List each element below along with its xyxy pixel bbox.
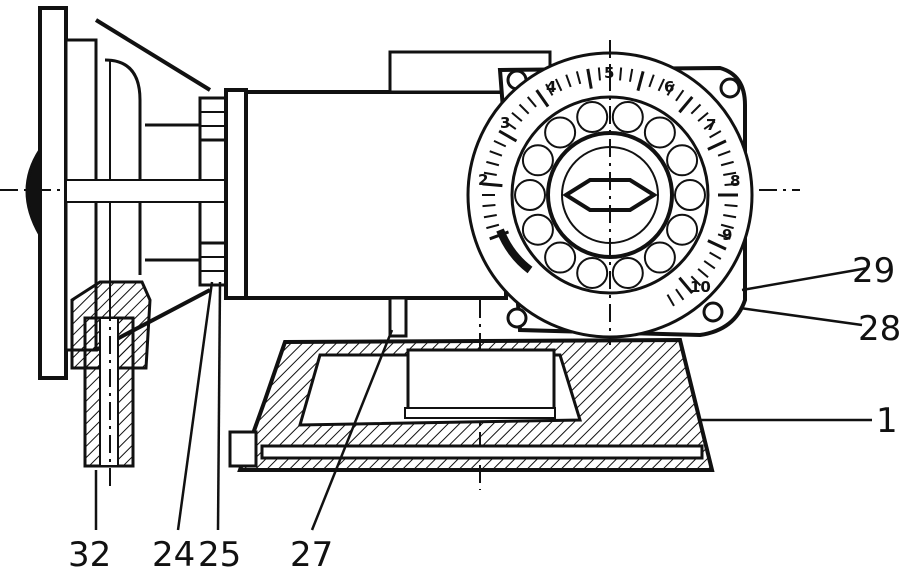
dial-number: 3: [500, 114, 510, 132]
dial-tick: [628, 68, 634, 82]
motor-housing: [244, 50, 552, 490]
dial-tick: [666, 294, 675, 307]
dial-tick: [675, 89, 685, 102]
dial-tick: [690, 275, 702, 287]
dial-tick: [597, 67, 601, 81]
dial-tick: [675, 288, 685, 301]
dial-number: 6: [664, 78, 674, 96]
dial-number: 2: [478, 171, 488, 189]
bearing-ball: [521, 144, 554, 177]
dial-number: 7: [706, 116, 716, 134]
dial-tick: [636, 70, 645, 92]
bearing-ball: [643, 116, 676, 149]
dial-knob: [562, 178, 658, 212]
dial-tick: [723, 171, 737, 177]
bearing-ball: [666, 144, 699, 177]
dial-tick: [709, 130, 722, 139]
dial-tick: [486, 160, 500, 167]
dial-tick: [498, 129, 518, 143]
dial-tick: [554, 78, 563, 92]
callout-labels: 32 24 25 27 29 28 1: [68, 251, 901, 575]
dial-tick: [724, 182, 738, 186]
bearing-ball: [576, 101, 609, 134]
callout-24: 24: [152, 535, 195, 574]
base-foot: [228, 337, 715, 472]
dial-tick: [703, 260, 716, 270]
dial-tick: [720, 223, 734, 230]
dial-tick: [648, 74, 655, 88]
dial-tick: [511, 111, 523, 122]
callout-1: 1: [876, 401, 898, 441]
dial-tick: [697, 111, 709, 122]
dial-tick: [489, 150, 503, 157]
dial-tick: [483, 171, 497, 177]
bearing-ball: [674, 179, 706, 211]
dial-tick: [493, 139, 507, 148]
dial-tick: [545, 83, 554, 96]
outlet-nipple: [70, 270, 152, 490]
dial-tick: [724, 204, 738, 208]
callout-28: 28: [858, 309, 901, 349]
dial-numbers: 2 3 4 5 6 7 8 9 10: [478, 64, 740, 296]
dial-tick: [720, 160, 734, 167]
bearing-ball: [576, 256, 609, 289]
dial-tick: [535, 89, 550, 108]
bearing-ball: [514, 179, 546, 211]
bearing-ball: [643, 241, 676, 274]
dial-tick: [697, 268, 709, 279]
dial-tick: [703, 120, 716, 130]
bearing-balls: [514, 101, 706, 289]
dial-tick: [586, 68, 593, 89]
dial-pointer: [496, 228, 533, 274]
adapter-plate: [224, 88, 248, 300]
dial-tick: [678, 276, 694, 295]
dial-tick: [723, 213, 737, 219]
dial-tick: [504, 120, 517, 130]
bearing-ball: [544, 116, 577, 149]
callout-29: 29: [852, 251, 895, 291]
dial-number: 5: [604, 64, 614, 82]
bearing-ball: [666, 213, 699, 246]
callout-27: 27: [290, 535, 333, 574]
leader-lines: [94, 266, 872, 531]
dial-tick: [717, 150, 731, 157]
bearing-ball: [521, 213, 554, 246]
dial-tick: [666, 83, 675, 96]
callout-25: 25: [198, 535, 241, 574]
dial-number: 10: [690, 278, 711, 296]
bearing-ball: [611, 256, 644, 289]
dial-tick: [518, 103, 530, 115]
dial-tick: [678, 95, 694, 114]
bearing-ball: [611, 101, 644, 134]
dial-number: 9: [722, 226, 732, 244]
dial-tick: [619, 67, 623, 81]
dial-tick: [707, 239, 727, 251]
dial-tick: [565, 74, 572, 88]
dial-tick: [482, 182, 503, 188]
dial-tick: [690, 103, 702, 115]
dial-tick: [482, 204, 496, 208]
dial-tick: [483, 213, 497, 219]
dial-number: 8: [730, 172, 740, 190]
dial-tick: [717, 233, 731, 240]
mounting-bolts: [198, 96, 228, 287]
dial-number: 4: [546, 78, 556, 96]
dial-face: [466, 40, 754, 345]
callout-32: 32: [68, 535, 111, 574]
bearing-ball: [544, 241, 577, 274]
dial-tick: [657, 78, 666, 92]
dial-tick: [707, 139, 727, 151]
dial-tick: [575, 71, 582, 85]
dial-tick: [709, 251, 722, 260]
dial-tick: [526, 96, 537, 108]
dial-tick: [486, 223, 500, 230]
